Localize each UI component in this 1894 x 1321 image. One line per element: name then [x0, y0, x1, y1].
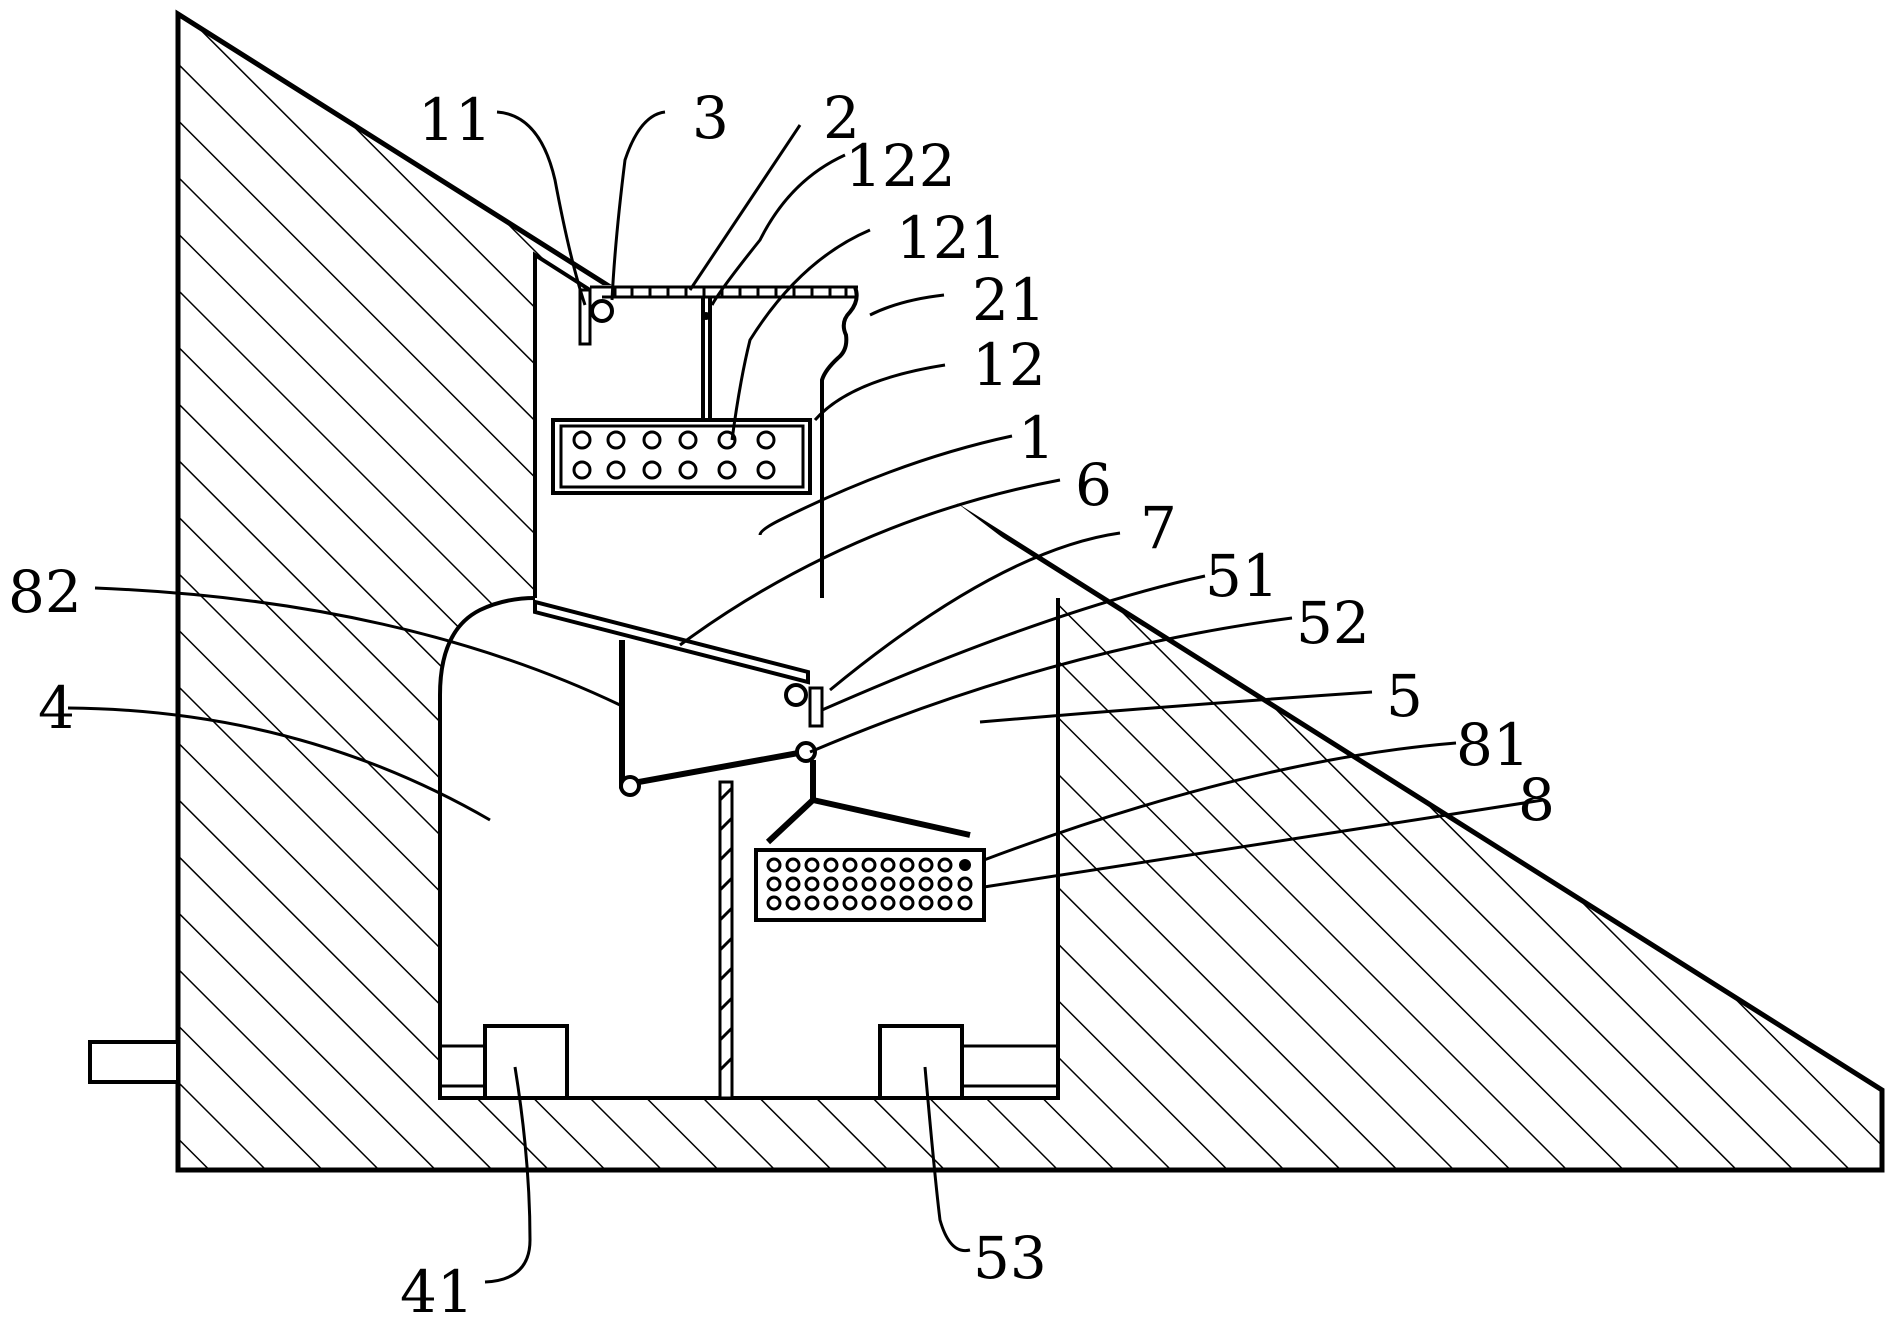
label-1: 1 — [1018, 404, 1055, 472]
label-2: 2 — [823, 84, 860, 152]
label-5: 5 — [1386, 662, 1423, 730]
label-121: 121 — [896, 204, 1007, 272]
pulley-52 — [795, 741, 817, 763]
label-41: 41 — [400, 1258, 474, 1321]
hinge-3 — [590, 299, 614, 323]
label-7: 7 — [1140, 494, 1177, 562]
side-pipe — [88, 1040, 180, 1084]
upper-chamber-right-wall — [820, 286, 1058, 602]
filter-box-8 — [754, 848, 986, 922]
hinge-7 — [784, 683, 808, 707]
block-41 — [483, 1024, 569, 1100]
lower-chamber — [440, 598, 1058, 1098]
label-122: 122 — [845, 132, 956, 200]
label-12: 12 — [972, 331, 1046, 399]
outlet-right — [960, 1044, 1060, 1088]
label-4: 4 — [38, 674, 75, 742]
label-8: 8 — [1518, 766, 1555, 834]
pulley-82 — [619, 775, 641, 797]
label-51: 51 — [1205, 542, 1279, 610]
outlet-left — [438, 1044, 487, 1088]
leader-lines — [67, 110, 1544, 1284]
label-81: 81 — [1456, 711, 1530, 779]
block-53 — [878, 1024, 964, 1100]
upper-chamber-outline — [533, 251, 592, 598]
bracket-51 — [808, 686, 824, 728]
sloped-plate-6 — [533, 599, 810, 685]
label-82: 82 — [8, 558, 82, 626]
label-52: 52 — [1296, 589, 1370, 657]
hanger-81 — [765, 760, 971, 845]
lower-chamber-outline — [438, 596, 1060, 1100]
bracket-11 — [578, 288, 592, 346]
label-21: 21 — [972, 266, 1046, 334]
filter-box-12 — [551, 418, 812, 495]
label-3: 3 — [692, 84, 729, 152]
label-53: 53 — [973, 1224, 1047, 1292]
label-11: 11 — [418, 86, 492, 154]
label-6: 6 — [1075, 451, 1112, 519]
pin-122 — [702, 312, 710, 320]
partition — [718, 780, 734, 1100]
